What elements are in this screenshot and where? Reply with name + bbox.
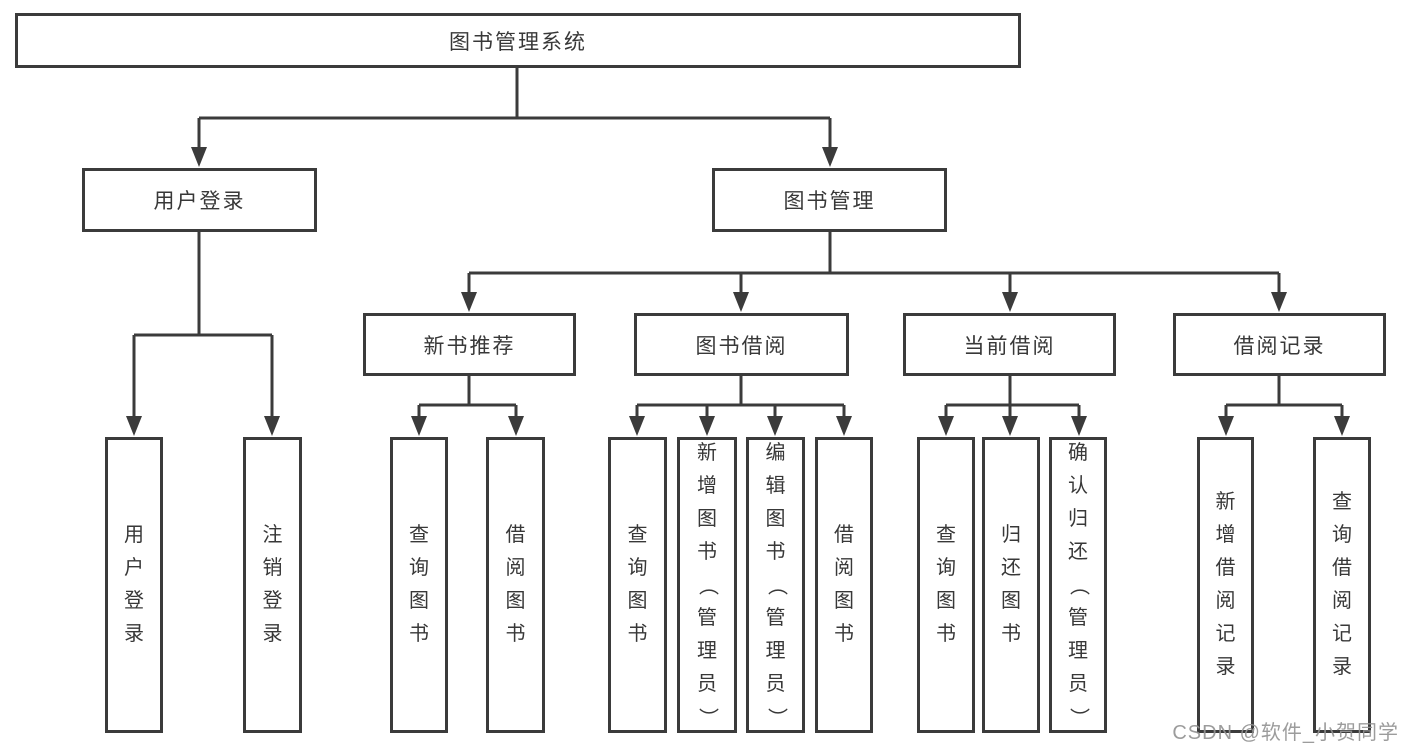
node-user-login-label: 用户登录: [153, 190, 246, 213]
node-root-label: 图书管理系统: [449, 30, 587, 54]
node-nb-query-book-label: 查询图书: [409, 524, 429, 645]
node-bb-query-book-label: 查询图书: [627, 524, 648, 645]
node-cb-return-book-label: 归还图书: [1001, 524, 1021, 645]
node-root: 图书管理系统: [15, 13, 1021, 68]
node-book-management: 图书管理: [712, 168, 947, 232]
node-user-login-action: 用户登录: [105, 437, 163, 733]
node-book-borrow: 图书借阅: [634, 313, 849, 376]
node-logout-label: 注销登录: [262, 524, 283, 645]
node-cb-confirm-return-admin-label: 确认归还（管理员）: [1067, 441, 1090, 728]
node-user-login-action-label: 用户登录: [124, 524, 144, 645]
node-borrow-record-label: 借阅记录: [1233, 334, 1326, 358]
node-book-borrow-label: 图书借阅: [695, 334, 788, 358]
node-bb-query-book: 查询图书: [608, 437, 667, 733]
node-logout: 注销登录: [243, 437, 302, 733]
node-cb-confirm-return-admin: 确认归还（管理员）: [1049, 437, 1107, 733]
node-nb-borrow-book-label: 借阅图书: [505, 524, 526, 645]
node-book-management-label: 图书管理: [783, 190, 876, 213]
node-borrow-record: 借阅记录: [1173, 313, 1386, 376]
node-bb-edit-book-admin: 编辑图书（管理员）: [746, 437, 805, 733]
node-bb-add-book-admin: 新增图书（管理员）: [677, 437, 737, 733]
node-new-book-recommend-label: 新书推荐: [423, 334, 516, 358]
node-cb-query-book: 查询图书: [917, 437, 975, 733]
node-nb-borrow-book: 借阅图书: [486, 437, 545, 733]
node-bb-edit-book-admin-label: 编辑图书（管理员）: [765, 441, 787, 728]
watermark: CSDN @软件_小贺同学: [1172, 722, 1399, 744]
node-cb-return-book: 归还图书: [982, 437, 1040, 733]
node-bb-borrow-book: 借阅图书: [815, 437, 873, 733]
node-bb-add-book-admin-label: 新增图书（管理员）: [696, 441, 719, 728]
node-nb-query-book: 查询图书: [390, 437, 448, 733]
node-current-borrow: 当前借阅: [903, 313, 1116, 376]
arrowheads: [126, 147, 1350, 436]
node-br-query-record-label: 查询借阅记录: [1332, 491, 1352, 678]
node-br-query-record: 查询借阅记录: [1313, 437, 1371, 733]
node-br-add-record-label: 新增借阅记录: [1215, 491, 1236, 678]
node-bb-borrow-book-label: 借阅图书: [834, 524, 854, 645]
node-current-borrow-label: 当前借阅: [963, 334, 1056, 358]
node-user-login: 用户登录: [82, 168, 317, 232]
node-cb-query-book-label: 查询图书: [936, 524, 956, 645]
node-br-add-record: 新增借阅记录: [1197, 437, 1254, 733]
node-new-book-recommend: 新书推荐: [363, 313, 576, 376]
